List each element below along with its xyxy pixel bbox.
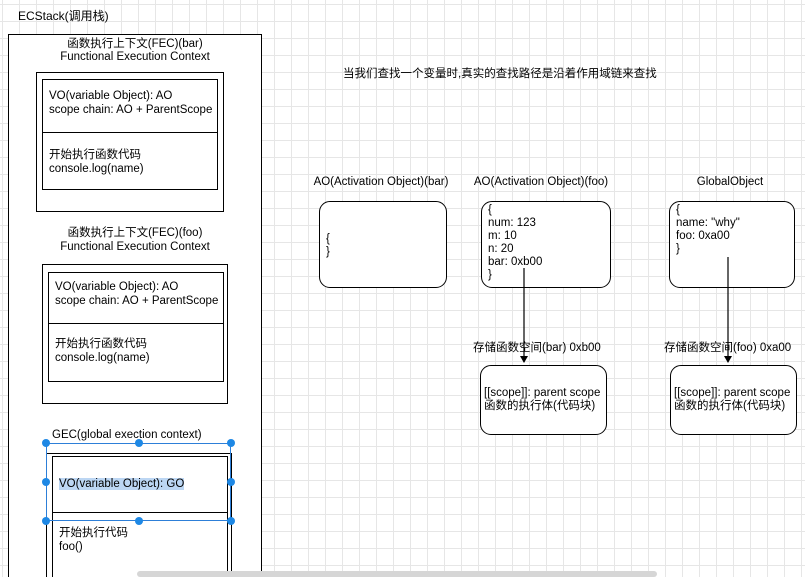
selection-handle-top-right[interactable] bbox=[227, 439, 235, 447]
global-object-line-0: { bbox=[676, 204, 680, 216]
fec-bar-vo-cell[interactable]: VO(variable Object): AO scope chain: AO … bbox=[43, 80, 217, 133]
ao-foo-line-1: num: 123 bbox=[488, 217, 536, 229]
ao-foo-line-2: m: 10 bbox=[488, 230, 517, 242]
gec-code-line2: foo() bbox=[59, 541, 83, 553]
heap-foo-line2: 函数的执行体(代码块) bbox=[674, 400, 786, 412]
ao-bar-line-0: { bbox=[326, 233, 330, 245]
selection-handle-top-left[interactable] bbox=[42, 439, 50, 447]
gec-card[interactable]: VO(variable Object): GO 开始执行代码 foo() bbox=[52, 456, 228, 577]
selection-handle-middle-left[interactable] bbox=[42, 478, 50, 486]
selection-handle-bottom-left[interactable] bbox=[42, 517, 50, 525]
fec-foo-code-line2: console.log(name) bbox=[55, 352, 150, 364]
ao-foo-line-3: n: 20 bbox=[488, 243, 514, 255]
fec-foo-vo-line2: scope chain: AO + ParentScope bbox=[55, 295, 219, 307]
fec-foo-vo-line1: VO(variable Object): AO bbox=[55, 281, 179, 293]
ecstack-title: ECStack(调用栈) bbox=[18, 9, 109, 23]
global-object-line-2: foo: 0xa00 bbox=[676, 230, 730, 242]
fec-foo-code-line1: 开始执行函数代码 bbox=[55, 338, 147, 350]
ao-foo-label: AO(Activation Object)(foo) bbox=[473, 176, 609, 188]
gec-code-cell[interactable]: 开始执行代码 foo() bbox=[53, 513, 227, 577]
fec-bar-vo-line2: scope chain: AO + ParentScope bbox=[49, 104, 213, 116]
ao-bar-label: AO(Activation Object)(bar) bbox=[313, 176, 449, 188]
fec-bar-code-line1: 开始执行函数代码 bbox=[49, 149, 141, 161]
heap-bar-line2: 函数的执行体(代码块) bbox=[484, 400, 596, 412]
selection-handle-bottom-right[interactable] bbox=[227, 517, 235, 525]
ao-foo-line-5: } bbox=[488, 269, 492, 281]
fec-bar-title: 函数执行上下文(FEC)(bar) bbox=[67, 38, 203, 50]
global-object-line-1: name: "why" bbox=[676, 217, 740, 229]
horizontal-scrollbar[interactable] bbox=[137, 571, 657, 577]
scope-chain-note: 当我们查找一个变量时,真实的查找路径是沿着作用域链来查找 bbox=[343, 68, 657, 80]
gec-vo-text[interactable]: VO(variable Object): GO bbox=[59, 478, 185, 490]
fec-bar-code-line2: console.log(name) bbox=[49, 163, 144, 175]
heap-foo-node[interactable]: [[scope]]: parent scope 函数的执行体(代码块) bbox=[670, 365, 797, 435]
global-object-line-3: } bbox=[676, 243, 680, 255]
ao-foo-line-0: { bbox=[488, 204, 492, 216]
ao-bar-node[interactable]: { } bbox=[319, 201, 447, 288]
heap-foo-label: 存储函数空间(foo) 0xa00 bbox=[664, 342, 792, 354]
fec-foo-subtitle: Functional Execution Context bbox=[60, 241, 210, 253]
fec-bar-code-cell[interactable]: 开始执行函数代码 console.log(name) bbox=[43, 133, 217, 189]
heap-bar-label: 存储函数空间(bar) 0xb00 bbox=[473, 342, 601, 354]
heap-bar-node[interactable]: [[scope]]: parent scope 函数的执行体(代码块) bbox=[480, 365, 607, 435]
fec-foo-code-cell[interactable]: 开始执行函数代码 console.log(name) bbox=[49, 324, 223, 381]
fec-bar-subtitle: Functional Execution Context bbox=[60, 51, 210, 63]
ao-foo-line-4: bar: 0xb00 bbox=[488, 256, 543, 268]
fec-bar-vo-line1: VO(variable Object): AO bbox=[49, 90, 173, 102]
selection-handle-top-center[interactable] bbox=[135, 439, 143, 447]
gec-title: GEC(global exection context) bbox=[52, 429, 202, 441]
fec-foo-card[interactable]: VO(variable Object): AO scope chain: AO … bbox=[48, 272, 224, 382]
ao-foo-node[interactable]: { num: 123 m: 10 n: 20 bar: 0xb00 } bbox=[481, 201, 611, 288]
fec-foo-vo-cell[interactable]: VO(variable Object): AO scope chain: AO … bbox=[49, 273, 223, 324]
gec-code-line1: 开始执行代码 bbox=[59, 527, 128, 539]
gec-vo-cell[interactable]: VO(variable Object): GO bbox=[53, 457, 227, 513]
global-object-node[interactable]: { name: "why" foo: 0xa00 } bbox=[669, 201, 795, 288]
heap-bar-line1: [[scope]]: parent scope bbox=[484, 387, 601, 399]
selection-handle-bottom-center[interactable] bbox=[135, 517, 143, 525]
fec-bar-card[interactable]: VO(variable Object): AO scope chain: AO … bbox=[42, 79, 218, 190]
ao-bar-line-1: } bbox=[326, 246, 330, 258]
global-object-label: GlobalObject bbox=[696, 176, 764, 188]
fec-foo-title: 函数执行上下文(FEC)(foo) bbox=[67, 227, 203, 239]
selection-handle-middle-right[interactable] bbox=[227, 478, 235, 486]
heap-foo-line1: [[scope]]: parent scope bbox=[674, 387, 791, 399]
